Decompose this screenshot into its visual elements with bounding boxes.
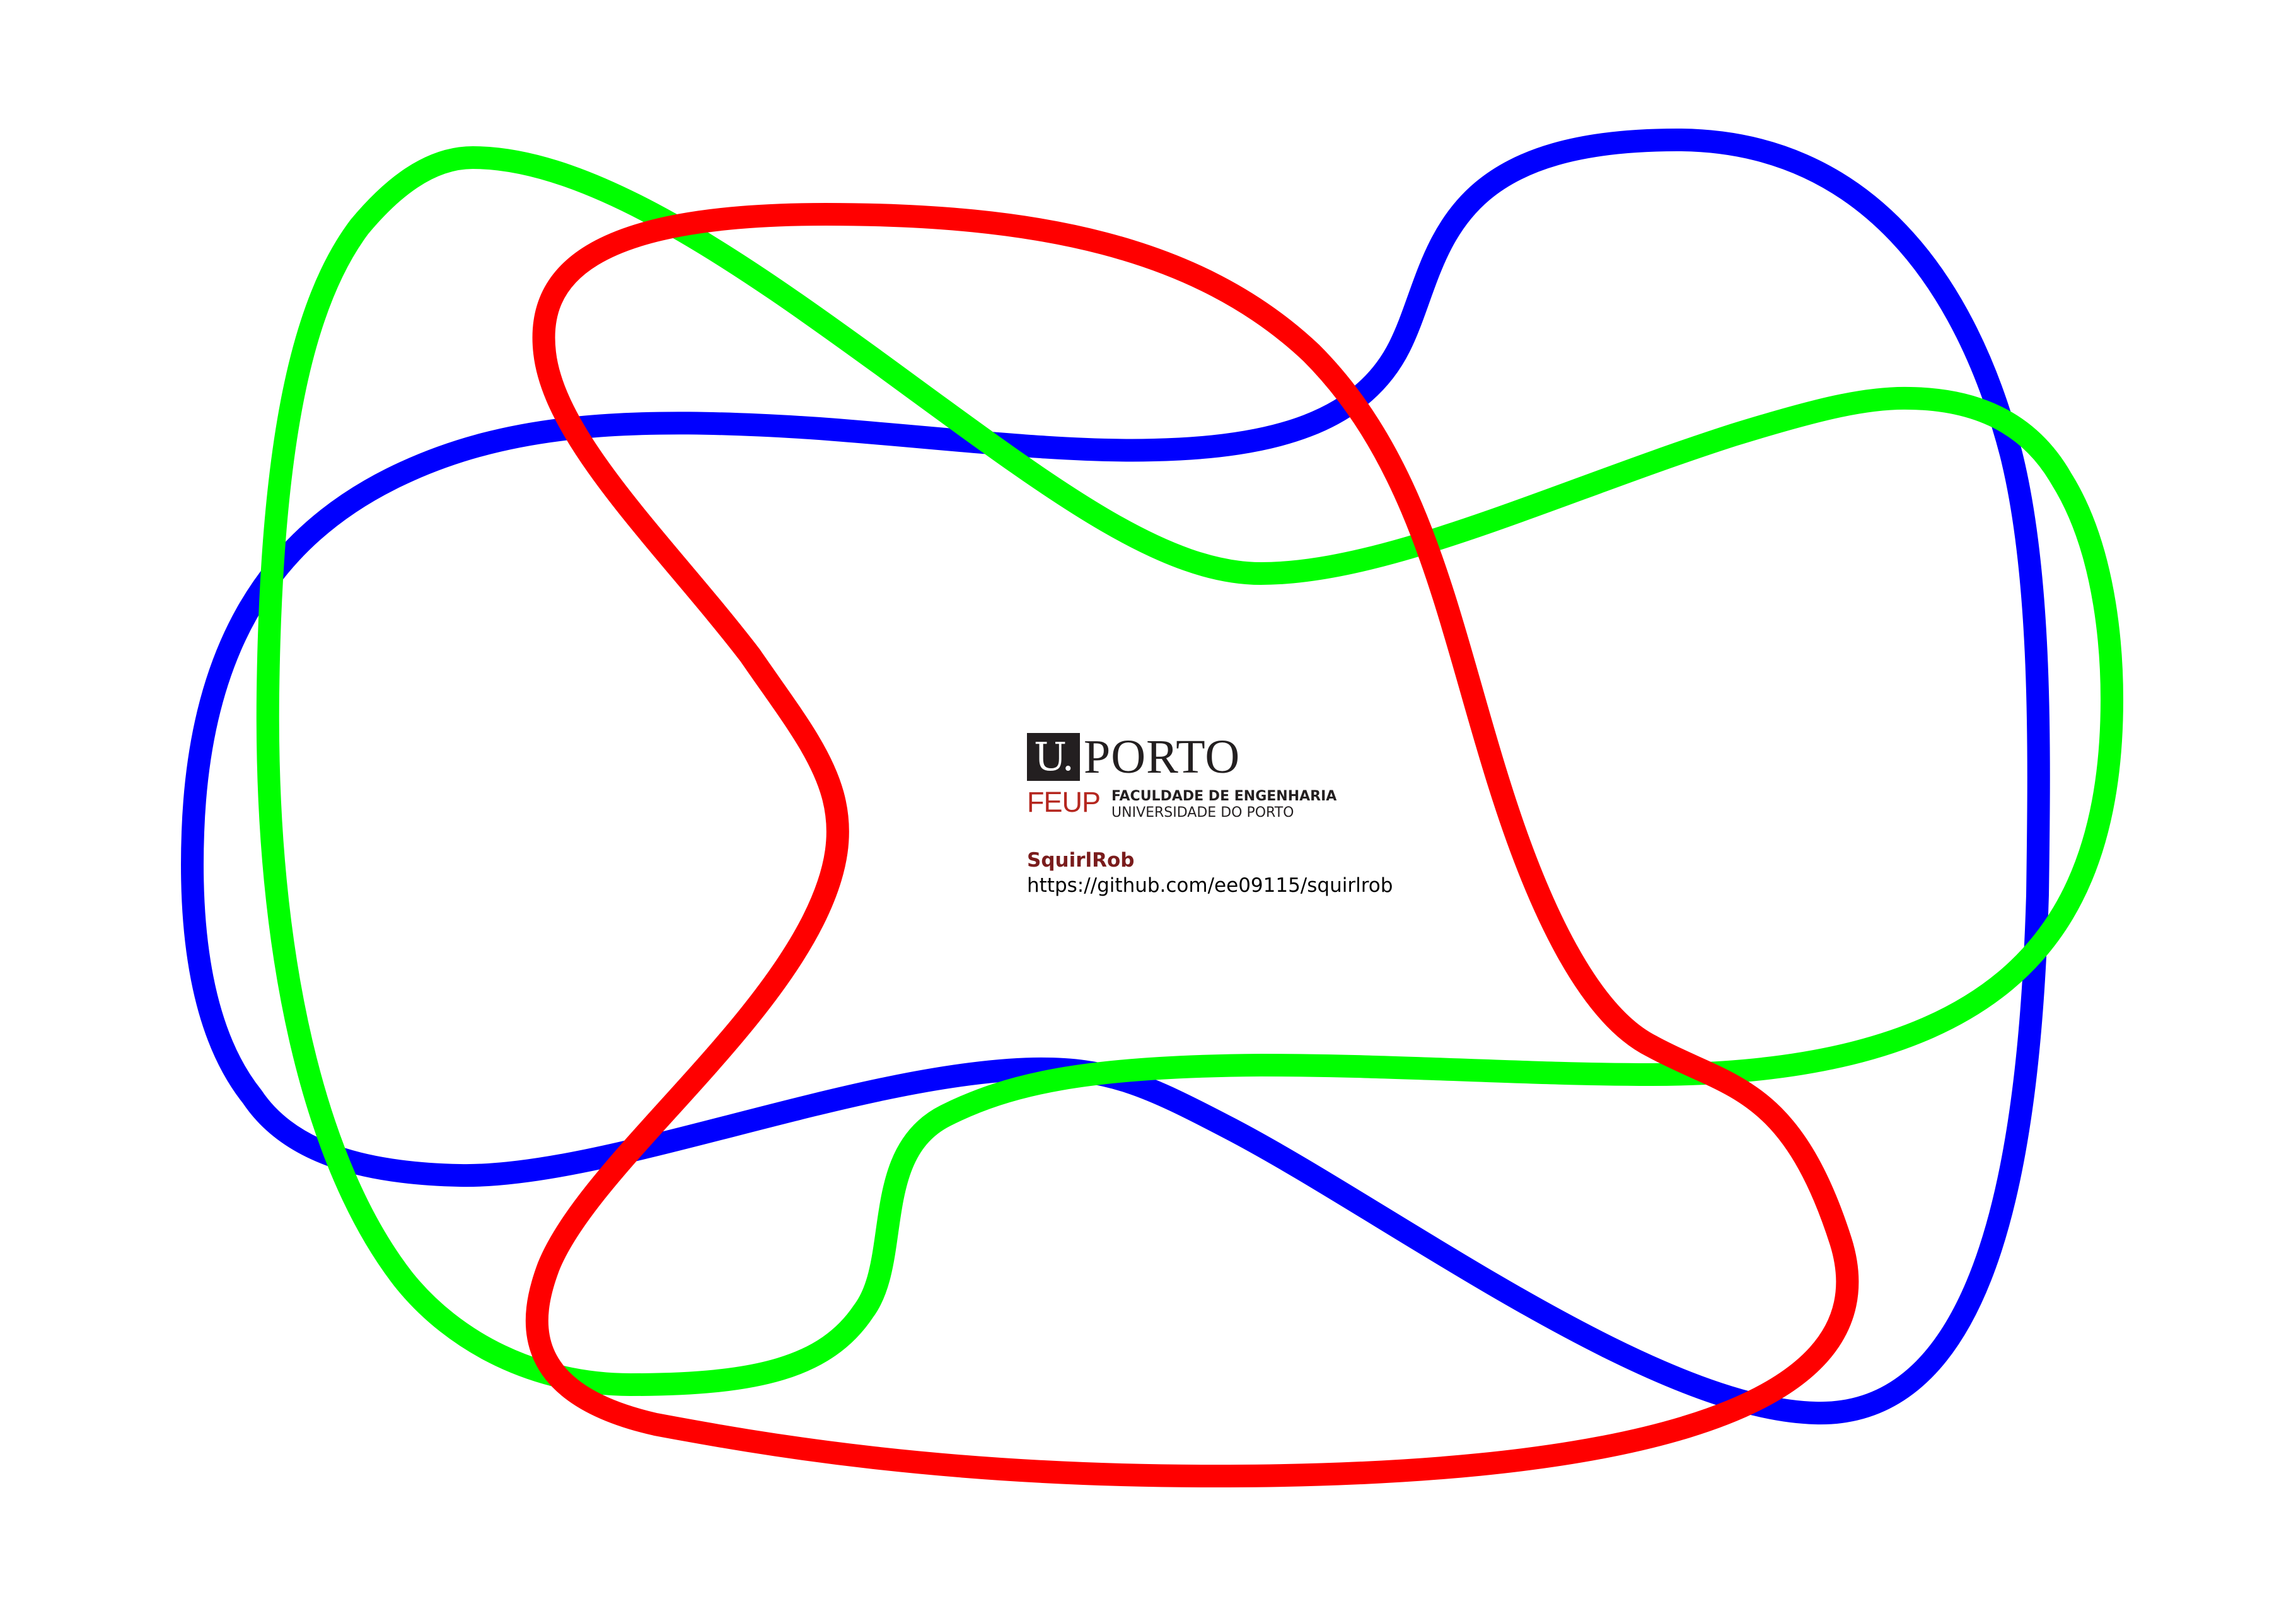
feup-logo: FEUP FACULDADE DE ENGENHARIA UNIVERSIDAD…	[1027, 787, 1506, 821]
u-mark: U.	[1027, 733, 1080, 781]
feup-word: FEUP	[1027, 786, 1101, 818]
project-url: https://github.com/ee09115/squirlrob	[1027, 874, 1393, 897]
logo-block: U. PORTO FEUP FACULDADE DE ENGENHARIA UN…	[1027, 733, 1506, 898]
project-name: SquirlRob	[1027, 849, 1135, 872]
university-name: UNIVERSIDADE DO PORTO	[1111, 805, 1294, 821]
green-track	[256, 146, 2123, 1396]
faculty-name: FACULDADE DE ENGENHARIA	[1111, 788, 1337, 804]
red-track	[525, 203, 1859, 1488]
blue-track	[181, 129, 2050, 1425]
porto-word: PORTO	[1084, 730, 1241, 783]
uporto-logo: U. PORTO	[1027, 733, 1506, 781]
faculty-lines: FACULDADE DE ENGENHARIA UNIVERSIDADE DO …	[1111, 787, 1336, 821]
